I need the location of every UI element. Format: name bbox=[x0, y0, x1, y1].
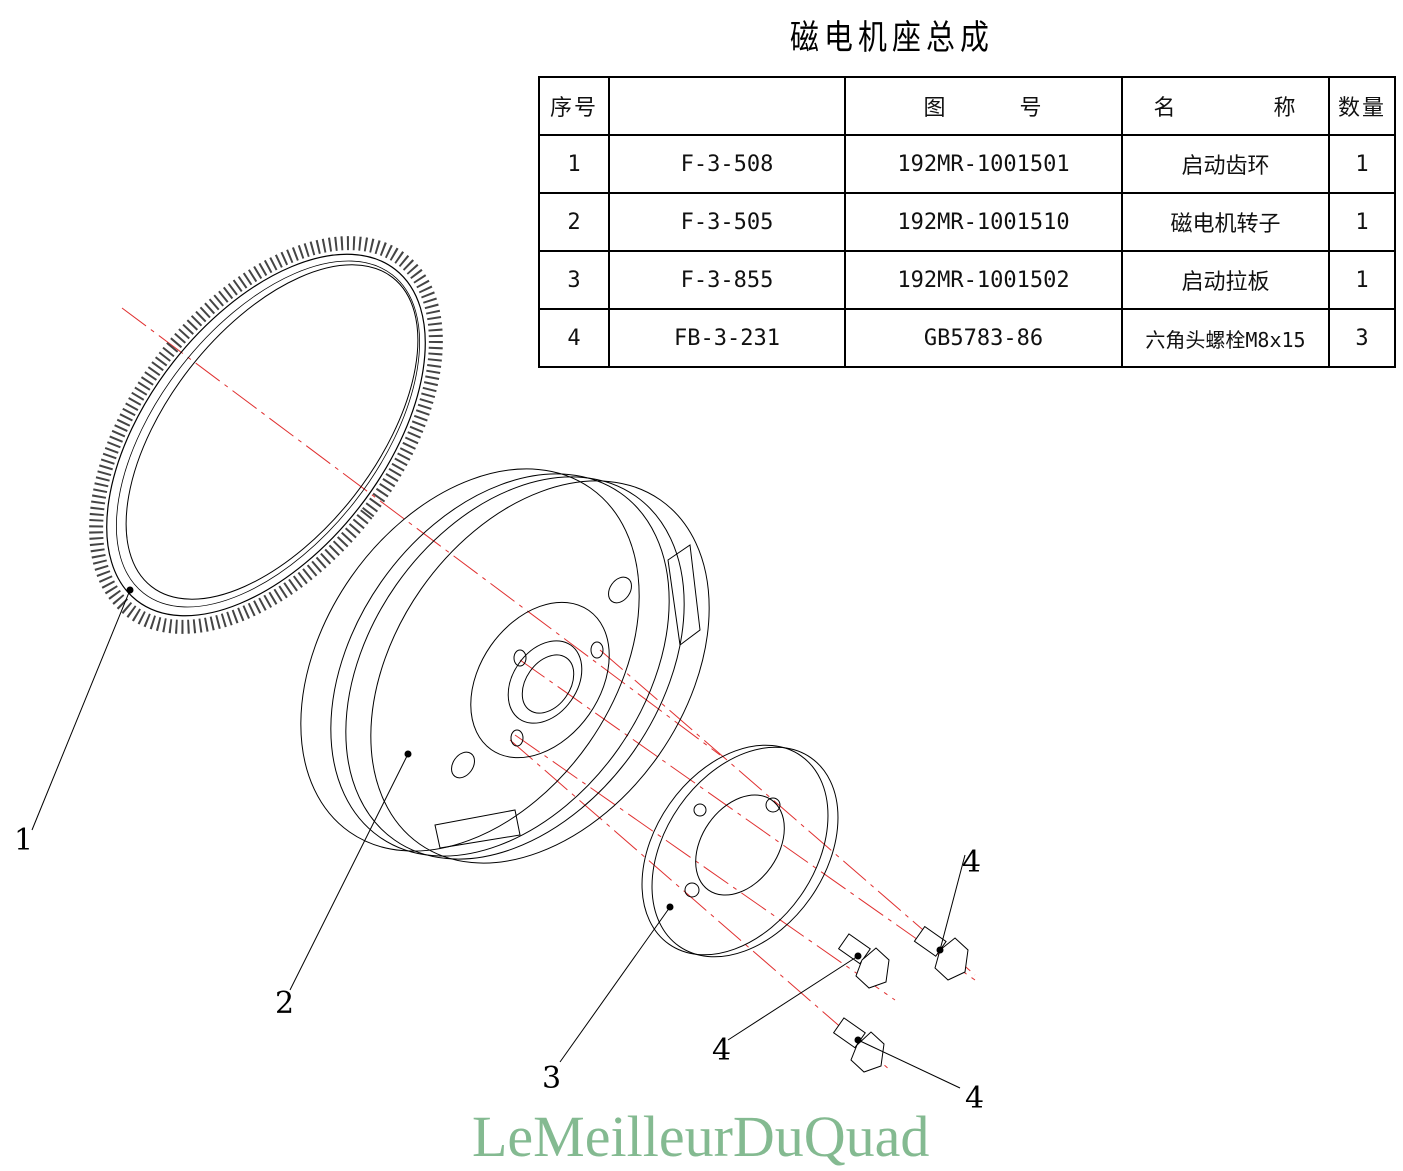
cell-no: 4 bbox=[538, 308, 610, 368]
header-code bbox=[608, 76, 846, 136]
header-name: 名 称 bbox=[1121, 76, 1330, 136]
callout-numbers: 1 2 3 4 4 4 bbox=[14, 823, 984, 1116]
center-lines bbox=[121, 307, 976, 1071]
cell-name: 启动齿环 bbox=[1121, 134, 1330, 194]
table-row: 3 F-3-855 192MR-1001502 启动拉板 1 bbox=[538, 250, 1396, 310]
cell-drawing: GB5783-86 bbox=[844, 308, 1123, 368]
callout-4b: 4 bbox=[712, 1033, 731, 1068]
cell-name: 磁电机转子 bbox=[1121, 192, 1330, 252]
callout-4a: 4 bbox=[962, 845, 981, 880]
cell-drawing: 192MR-1001501 bbox=[844, 134, 1123, 194]
cell-qty: 1 bbox=[1328, 134, 1396, 194]
callout-2: 2 bbox=[275, 986, 294, 1021]
hex-bolt bbox=[837, 933, 890, 989]
table-row: 1 F-3-508 192MR-1001501 启动齿环 1 bbox=[538, 134, 1396, 194]
cell-no: 2 bbox=[538, 192, 610, 252]
watermark: LeMeilleurDuQuad bbox=[472, 1104, 930, 1169]
cell-drawing: 192MR-1001510 bbox=[844, 192, 1123, 252]
callout-3: 3 bbox=[542, 1061, 561, 1096]
table-row: 2 F-3-505 192MR-1001510 磁电机转子 1 bbox=[538, 192, 1396, 252]
table-row: 4 FB-3-231 GB5783-86 六角头螺栓M8x15 3 bbox=[538, 308, 1396, 368]
table-header-row: 序号 图 号 名 称 数量 bbox=[538, 76, 1396, 136]
callout-1: 1 bbox=[14, 823, 33, 858]
cell-qty: 3 bbox=[1328, 308, 1396, 368]
cell-name: 启动拉板 bbox=[1121, 250, 1330, 310]
leader-lines bbox=[31, 586, 966, 1089]
header-drawing: 图 号 bbox=[844, 76, 1123, 136]
hex-bolt bbox=[913, 925, 969, 981]
magneto-rotor bbox=[300, 468, 710, 864]
cell-code: F-3-855 bbox=[608, 250, 846, 310]
cell-name: 六角头螺栓M8x15 bbox=[1121, 308, 1330, 368]
callout-4c: 4 bbox=[965, 1081, 984, 1116]
diagram-title: 磁电机座总成 bbox=[790, 18, 994, 58]
header-qty: 数量 bbox=[1328, 76, 1396, 136]
cell-code: F-3-505 bbox=[608, 192, 846, 252]
hex-bolt bbox=[832, 1017, 885, 1073]
parts-table: 序号 图 号 名 称 数量 1 F-3-508 192MR-1001501 启动… bbox=[538, 76, 1396, 368]
cell-code: F-3-508 bbox=[608, 134, 846, 194]
cell-no: 1 bbox=[538, 134, 610, 194]
cell-qty: 1 bbox=[1328, 250, 1396, 310]
hex-bolts bbox=[832, 925, 969, 1073]
cell-drawing: 192MR-1001502 bbox=[844, 250, 1123, 310]
cell-no: 3 bbox=[538, 250, 610, 310]
cell-code: FB-3-231 bbox=[608, 308, 846, 368]
starter-pull-plate bbox=[641, 744, 839, 958]
header-no: 序号 bbox=[538, 76, 610, 136]
cell-qty: 1 bbox=[1328, 192, 1396, 252]
starter-ring-gear bbox=[89, 236, 443, 634]
